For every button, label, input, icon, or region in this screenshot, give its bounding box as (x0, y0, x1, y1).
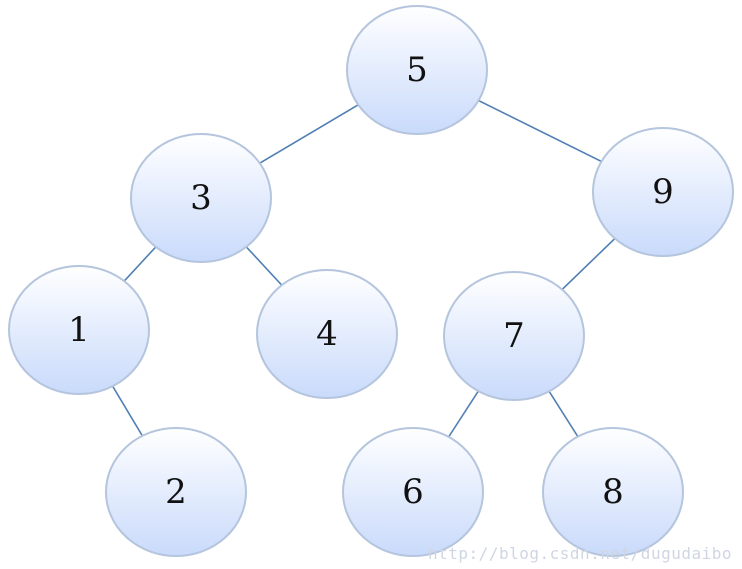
node-ellipse (346, 5, 488, 135)
tree-node-6: 6 (342, 427, 484, 557)
node-label: 7 (503, 316, 525, 356)
node-label: 1 (68, 310, 90, 350)
node-ellipse (105, 427, 247, 557)
node-ellipse (256, 269, 398, 399)
node-label: 8 (602, 472, 624, 512)
tree-node-2: 2 (105, 427, 247, 557)
node-label: 9 (652, 172, 674, 212)
node-ellipse (130, 133, 272, 263)
tree-node-4: 4 (256, 269, 398, 399)
node-label: 4 (316, 314, 338, 354)
node-ellipse (342, 427, 484, 557)
node-label: 6 (402, 472, 424, 512)
tree-node-5: 5 (346, 5, 488, 135)
node-ellipse (8, 265, 150, 395)
tree-node-7: 7 (443, 271, 585, 401)
tree-node-1: 1 (8, 265, 150, 395)
node-ellipse (443, 271, 585, 401)
tree-nodes: 5 3 9 1 4 7 2 6 8 (8, 5, 734, 557)
node-label: 2 (165, 472, 187, 512)
node-ellipse (542, 427, 684, 557)
node-label: 3 (190, 178, 212, 218)
tree-node-8: 8 (542, 427, 684, 557)
tree-node-9: 9 (592, 127, 734, 257)
watermark-url: http://blog.csdn.net/dugudaibo (428, 544, 732, 563)
node-label: 5 (406, 50, 428, 90)
tree-node-3: 3 (130, 133, 272, 263)
node-ellipse (592, 127, 734, 257)
